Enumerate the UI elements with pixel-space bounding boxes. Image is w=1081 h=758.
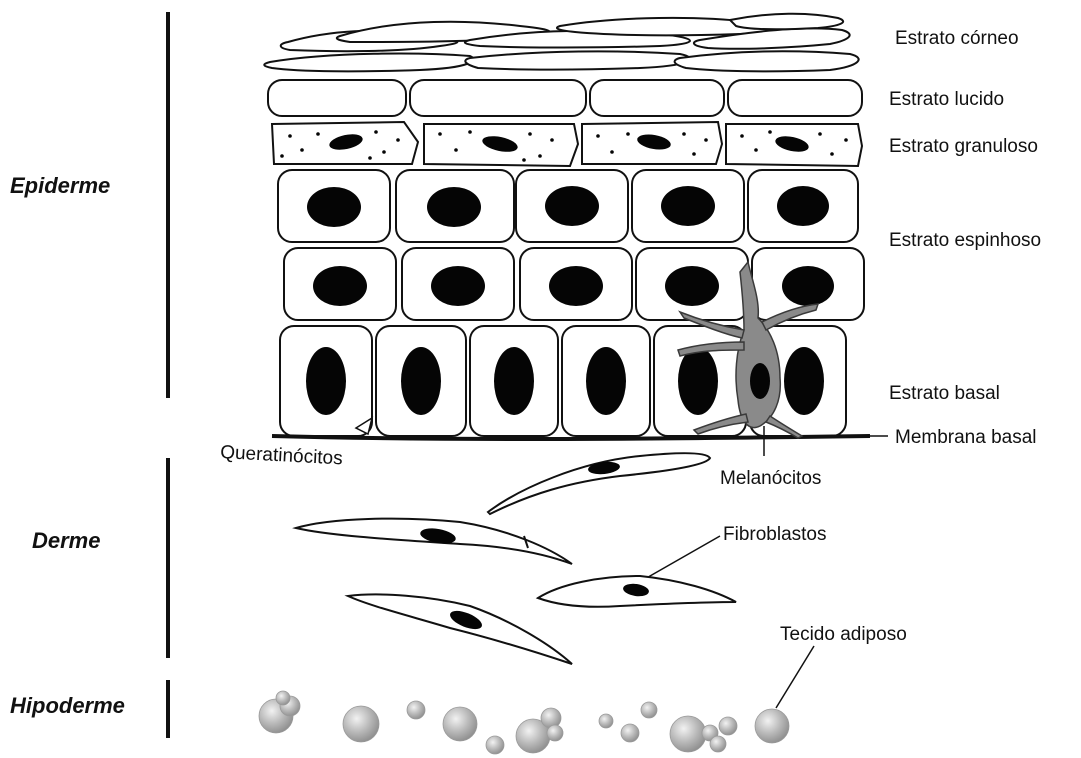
label-keratinocytes: Queratinócitos bbox=[220, 442, 343, 469]
fibroblast-3 bbox=[538, 576, 736, 607]
hypodermis-label: Hipoderme bbox=[10, 693, 125, 718]
adipose-droplets bbox=[259, 691, 789, 754]
adipose-leader bbox=[776, 646, 814, 708]
melanocyte-nucleus bbox=[750, 363, 770, 399]
epidermis-label: Epiderme bbox=[10, 173, 110, 198]
label-stratum-granulosum: Estrato granuloso bbox=[889, 136, 1038, 157]
dermis-label: Derme bbox=[32, 528, 100, 553]
fibroblast-1 bbox=[488, 453, 710, 514]
stratum-spinosum-lower bbox=[284, 248, 864, 320]
fibroblast-2 bbox=[296, 519, 572, 564]
stratum-lucidum bbox=[268, 80, 862, 116]
basement-membrane bbox=[272, 436, 870, 439]
label-stratum-spinosum: Estrato espinhoso bbox=[889, 230, 1041, 251]
label-stratum-basale: Estrato basal bbox=[889, 383, 1000, 404]
stratum-spinosum-upper bbox=[278, 170, 858, 242]
label-stratum-lucidum: Estrato lucido bbox=[889, 89, 1004, 110]
stratum-granulosum bbox=[272, 122, 862, 166]
label-stratum-corneum: Estrato córneo bbox=[895, 28, 1019, 49]
label-adipose-tissue: Tecido adiposo bbox=[780, 624, 907, 645]
fibroblast-4 bbox=[348, 594, 572, 664]
label-melanocytes: Melanócitos bbox=[720, 468, 821, 489]
label-basement-membrane: Membrana basal bbox=[895, 427, 1037, 448]
label-fibroblasts: Fibroblastos bbox=[723, 524, 827, 545]
stratum-corneum bbox=[264, 14, 858, 72]
fibroblast-cells bbox=[296, 453, 736, 664]
